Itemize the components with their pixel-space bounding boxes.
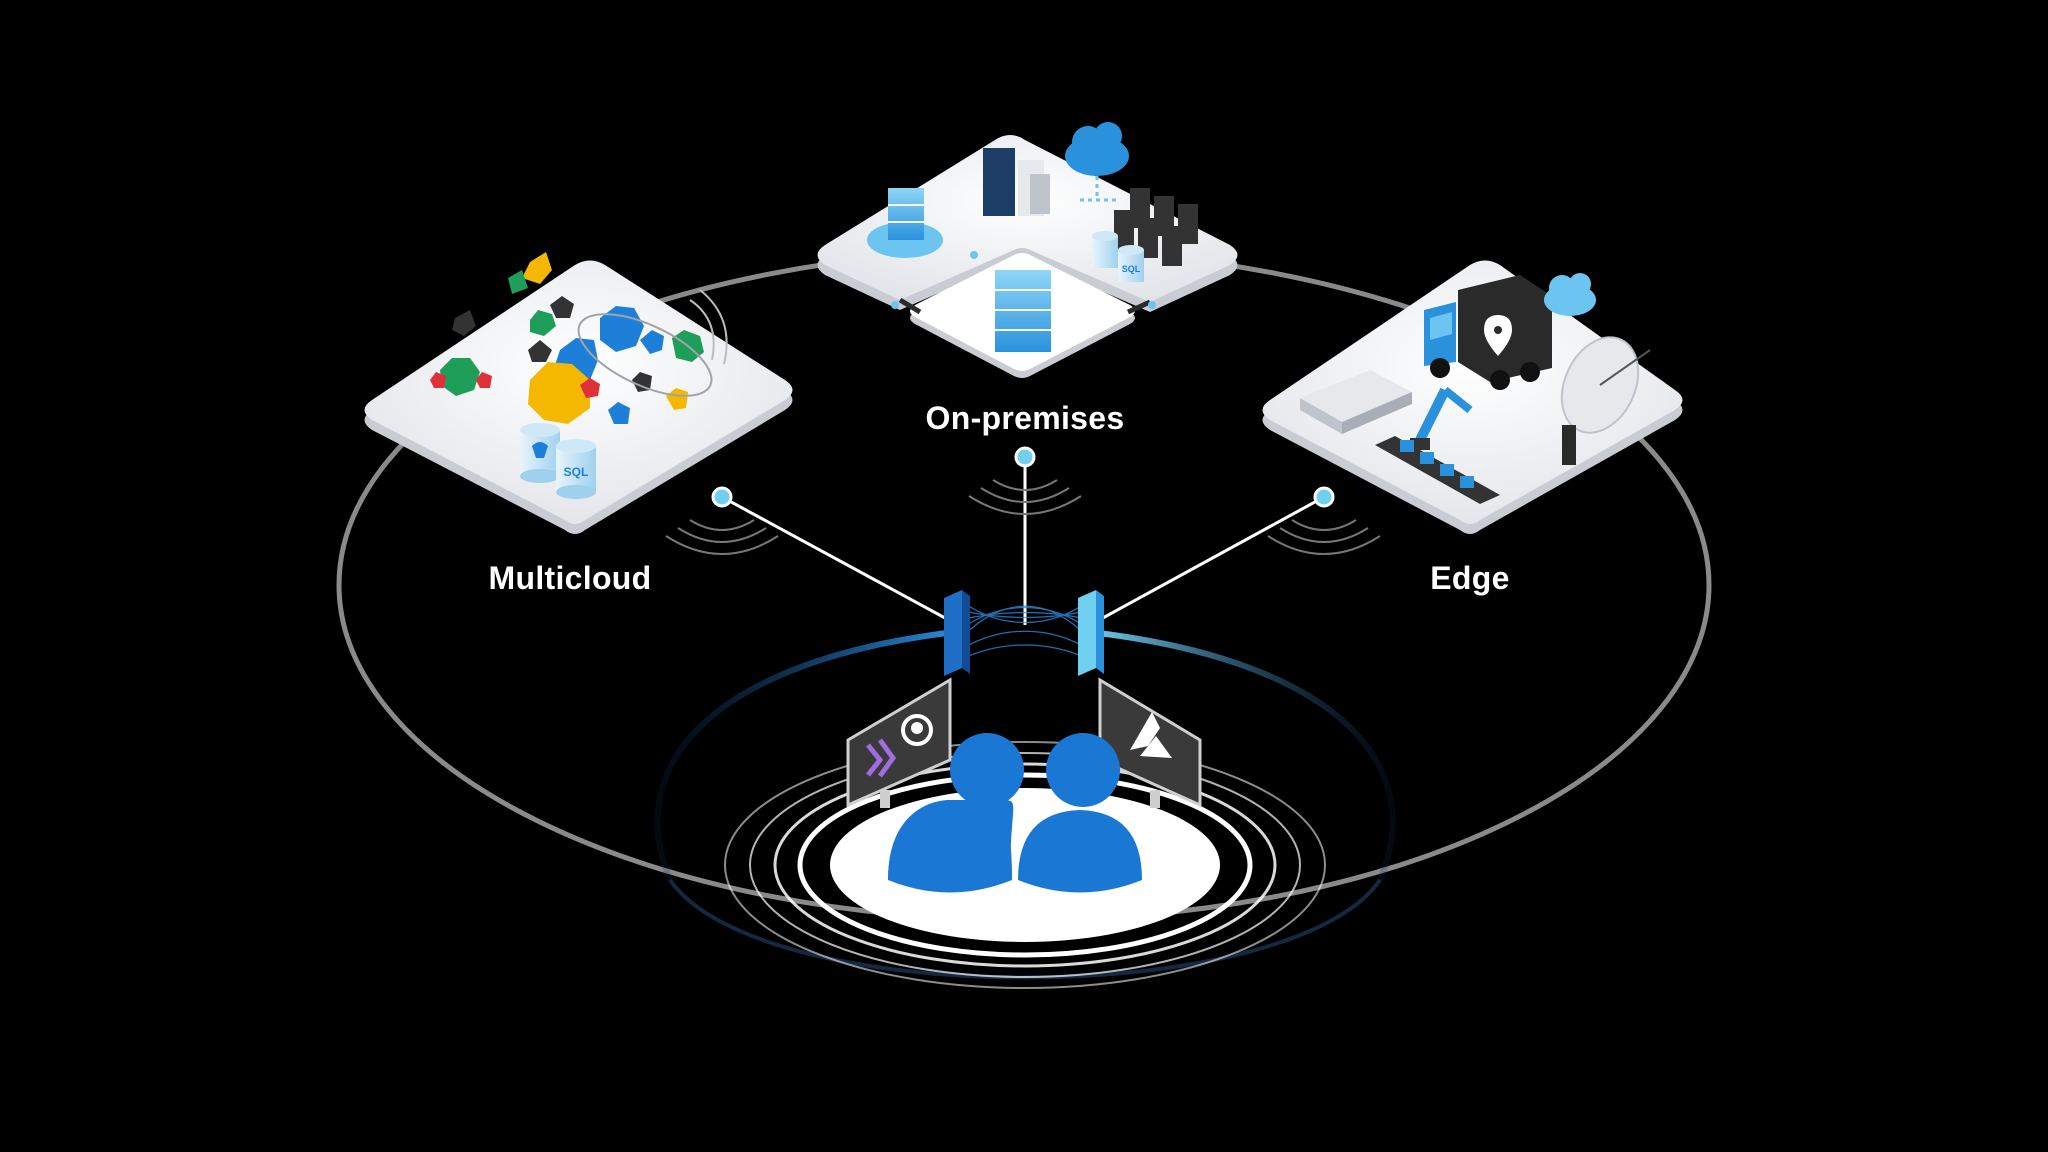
label-edge: Edge <box>1370 560 1570 597</box>
tile-onpremises: SQL <box>818 122 1238 378</box>
connector-lines <box>722 457 1324 625</box>
cloud-icon <box>1065 122 1129 176</box>
edge-cloud-icon <box>1544 273 1596 316</box>
gateway-pillar-right <box>1078 590 1104 676</box>
gem-yellow <box>522 252 552 284</box>
signal-edge <box>1268 488 1380 554</box>
label-onpremises: On-premises <box>905 400 1145 437</box>
central-server-icon <box>995 270 1051 352</box>
db-icon <box>520 423 560 483</box>
sql-badge: SQL <box>564 465 589 479</box>
signal-multicloud <box>666 488 778 554</box>
sql-db-icon: SQL <box>556 439 596 499</box>
sql-badge-onprem: SQL <box>1122 264 1141 274</box>
gateway-pillar-left <box>944 590 970 676</box>
label-multicloud: Multicloud <box>470 560 670 597</box>
